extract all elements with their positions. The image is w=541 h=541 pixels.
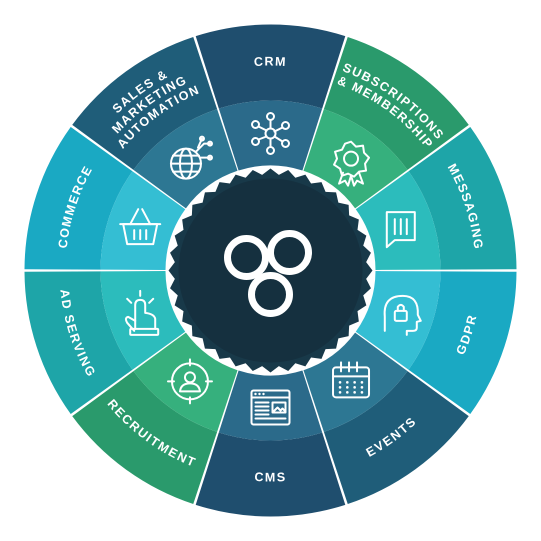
segment-inner-band: [218, 370, 323, 441]
message-icon: [385, 211, 416, 249]
segment-commerce: COMMERCE: [24, 126, 186, 270]
segment-recruitment: RECRUITMENT: [72, 332, 238, 505]
segment-outer-band: [195, 24, 346, 109]
segment-inner-band: [218, 100, 323, 171]
segment-inner-band: [355, 171, 441, 270]
segment-outer-band: [24, 126, 133, 270]
hub-disc: [178, 178, 363, 363]
segment-gdpr: GDPR: [355, 271, 517, 415]
segment-inner-band: [133, 332, 238, 432]
segment-crm: CRM: [195, 24, 346, 171]
network-icon: [251, 112, 290, 155]
segment-cms: CMS: [195, 370, 346, 517]
globe-circuit-icon: [169, 135, 213, 180]
segment-ad-serving: AD SERVING: [24, 271, 186, 415]
segment-messaging: MESSAGING: [355, 126, 517, 270]
segment-label: CMS: [254, 470, 287, 485]
segment-outer-band: [72, 371, 218, 505]
segment-outer-band: [408, 126, 517, 270]
segment-events: EVENTS: [303, 332, 469, 505]
segment-inner-band: [133, 109, 238, 209]
segment-outer-band: [72, 36, 218, 170]
segment-inner-band: [100, 171, 186, 270]
profile-target-icon: [166, 358, 213, 405]
segment-subscriptions: SUBSCRIPTIONS& MEMBERSHIP: [303, 36, 469, 209]
segment-outer-band: [323, 371, 469, 505]
calendar-icon: [332, 361, 371, 399]
cursor-click-icon: [124, 289, 160, 336]
three-rings-logo-icon: [224, 230, 312, 317]
segment-outer-band: [24, 271, 133, 415]
privacy-lock-icon: [383, 294, 422, 336]
segments-layer: CRM SUBSCRIPTIONS& MEMBERSHIPMESSAGINGGDP…: [24, 24, 517, 517]
segment-outer-band: [408, 271, 517, 415]
shopping-basket-icon: [119, 208, 162, 246]
segment-label: CRM: [254, 55, 288, 70]
segment-outer-band: [195, 432, 346, 517]
award-badge-icon: [333, 140, 371, 187]
center-hub: [168, 168, 373, 373]
segment-outer-band: [323, 36, 469, 170]
web-page-icon: [250, 389, 291, 426]
segment-inner-band: [100, 271, 186, 370]
segment-inner-band: [303, 109, 408, 209]
